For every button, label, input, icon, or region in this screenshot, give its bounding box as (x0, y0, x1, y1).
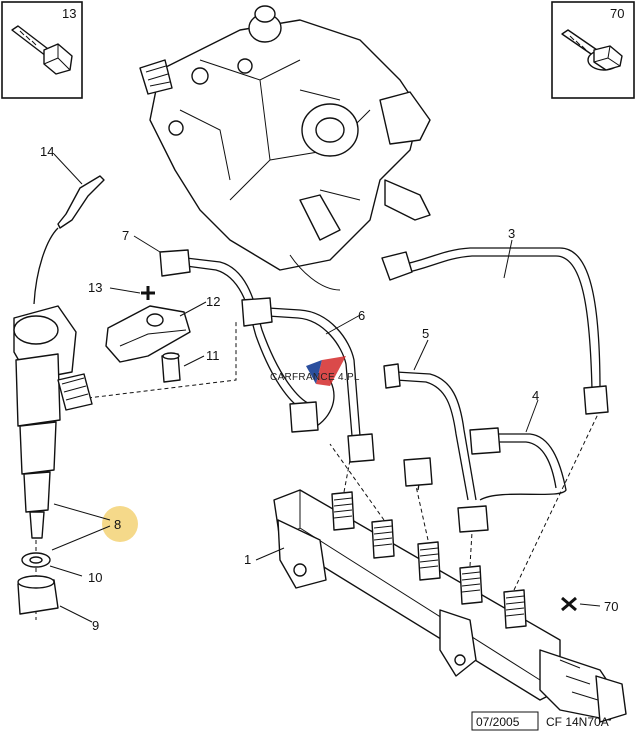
bolt-70-icon (561, 29, 623, 71)
bolt-70-marker (561, 596, 577, 612)
callout-12: 12 (206, 294, 220, 309)
leader-lines (49, 153, 601, 623)
washer-10 (21, 552, 51, 568)
pipe-7 (159, 249, 311, 411)
callout-70: 70 (604, 599, 618, 614)
callout-8-highlight (102, 506, 138, 542)
bolt-box-70: 70 (551, 1, 635, 99)
bolt-box-70-label: 70 (610, 6, 624, 21)
bolt-13-marker (141, 286, 155, 300)
rail-connector-pipes (289, 379, 335, 433)
watermark-logo: CARFRANCE 4.PL (270, 356, 360, 386)
callout-9: 9 (92, 618, 99, 633)
callout-8: 8 (114, 517, 121, 532)
callout-10: 10 (88, 570, 102, 585)
bolt-box-13-label: 13 (62, 6, 76, 21)
injector (13, 305, 93, 539)
footer-code: CF 14N70A (546, 715, 609, 729)
sleeve-9 (17, 575, 59, 615)
spacer-11 (161, 352, 181, 383)
callout-14: 14 (40, 144, 54, 159)
watermark-text: CARFRANCE 4.PL (270, 372, 360, 383)
callout-6: 6 (358, 308, 365, 323)
callout-1: 1 (244, 552, 251, 567)
high-pressure-pump (139, 5, 431, 291)
callout-4: 4 (532, 388, 539, 403)
bolt-13-icon (11, 25, 73, 75)
footer: 07/2005 CF 14N70A (471, 711, 609, 731)
fuel-rail (273, 489, 627, 723)
bolt-box-13: 13 (1, 1, 83, 99)
clamp-12 (105, 305, 191, 363)
wire-clip-14 (33, 175, 105, 305)
callout-5: 5 (422, 326, 429, 341)
callout-7: 7 (122, 228, 129, 243)
pipe-4 (457, 427, 567, 533)
callout-3: 3 (508, 226, 515, 241)
footer-date: 07/2005 (476, 715, 520, 729)
callout-11: 11 (206, 348, 220, 363)
pipe-3 (381, 247, 609, 415)
callout-13: 13 (88, 280, 102, 295)
pipe-5 (383, 363, 477, 501)
